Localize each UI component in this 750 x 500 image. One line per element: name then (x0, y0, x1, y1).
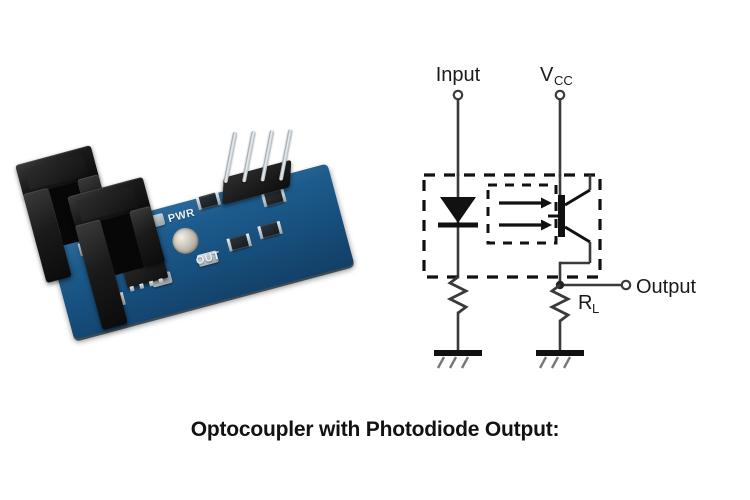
load-resistor-symbol (548, 283, 572, 323)
output-label: Output (636, 276, 696, 298)
ground-right-symbol (536, 350, 584, 369)
load-resistor-label: R L (578, 292, 599, 316)
light-path-boundary (486, 183, 558, 245)
vcc-terminal-circle (554, 89, 566, 101)
ground-left-symbol (434, 350, 482, 369)
optocoupler-boundary (422, 173, 602, 279)
vcc-label-main: V (540, 64, 554, 86)
output-terminal-circle (620, 279, 632, 291)
load-resistor-label-main: R (578, 292, 592, 314)
pcb-assembly: PWR OUT (0, 54, 399, 405)
figure-caption: Optocoupler with Photodiode Output: (190, 418, 560, 441)
vcc-label-sub: CC (554, 73, 573, 88)
load-resistor-label-sub: L (592, 301, 599, 316)
led-symbol (438, 197, 478, 228)
phototransistor-symbol (548, 175, 592, 265)
input-terminal-circle (452, 89, 464, 101)
input-label: Input (436, 64, 481, 86)
input-resistor-symbol (446, 275, 470, 315)
light-arrows (499, 197, 552, 231)
vcc-label: V CC (540, 64, 573, 88)
optocoupler-schematic: Input V CC Output R L (400, 45, 740, 375)
optocoupler-module-photo: PWR OUT (15, 95, 370, 365)
